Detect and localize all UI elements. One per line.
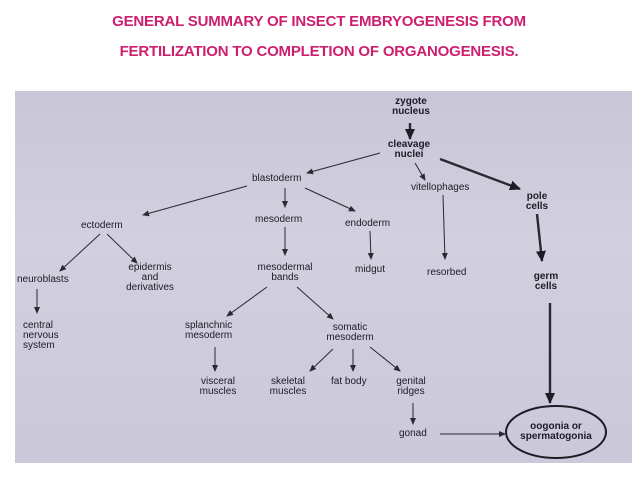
node-ectoderm: ectoderm — [81, 220, 123, 231]
diagram-photo: zygote nucleus cleavage nuclei blastoder… — [15, 91, 632, 463]
arrow-bands-to-splanchnic — [226, 286, 268, 317]
node-midgut: midgut — [355, 264, 386, 275]
node-fat-body: fat body — [331, 376, 367, 387]
arrow-vitellophages-to-resorbed — [441, 194, 448, 260]
arrow-ectoderm-to-epidermis — [106, 233, 138, 264]
node-oogonia-or-spermatogonia: oogonia or spermatogonia — [520, 421, 592, 442]
arrow-pole-cells-to-germ-cells — [535, 213, 546, 262]
node-blastoderm: blastoderm — [252, 173, 302, 184]
arrow-ectoderm-to-neuroblasts — [59, 233, 101, 272]
node-endoderm: endoderm — [345, 218, 391, 229]
arrow-blastoderm-to-endoderm — [304, 187, 356, 212]
node-epidermis: epidermis and derivatives — [126, 262, 174, 293]
oogonia-ellipse — [505, 405, 607, 459]
node-visceral-muscles: visceral muscles — [199, 376, 237, 397]
diagram-arrows — [34, 123, 607, 459]
node-pole-cells: pole cells — [525, 191, 549, 212]
node-resorbed: resorbed — [427, 267, 467, 278]
node-skeletal-muscles: skeletal muscles — [269, 376, 307, 397]
arrow-bands-to-somatic — [296, 286, 334, 320]
node-zygote-nucleus: zygote nucleus — [392, 96, 430, 117]
node-central-nervous-system: central nervous system — [23, 320, 59, 351]
node-cleavage-nuclei: cleavage nuclei — [387, 139, 431, 160]
node-germ-cells: germ cells — [533, 271, 559, 292]
arrow-somatic-to-skeletal — [309, 348, 334, 372]
node-gonad: gonad — [399, 428, 427, 439]
arrow-somatic-to-genital-ridges — [369, 346, 401, 372]
node-somatic-mesoderm: somatic mesoderm — [326, 322, 374, 343]
node-vitellophages: vitellophages — [411, 182, 470, 193]
arrow-cleavage-to-vitellophages — [414, 162, 426, 181]
slide-title-line-2: FERTILIZATION TO COMPLETION OF ORGANOGEN… — [119, 43, 519, 60]
node-splanchnic-mesoderm: splanchnic mesoderm — [185, 320, 233, 341]
arrow-cleavage-to-blastoderm — [306, 152, 381, 175]
node-genital-ridges: genital ridges — [396, 376, 426, 397]
node-neuroblasts: neuroblasts — [17, 274, 69, 285]
arrow-cleavage-to-pole-cells — [439, 157, 521, 191]
arrow-blastoderm-to-ectoderm — [142, 185, 248, 217]
node-mesoderm: mesoderm — [255, 214, 303, 225]
arrow-endoderm-to-midgut — [367, 230, 374, 260]
node-mesodermal-bands: mesodermal bands — [257, 262, 313, 283]
slide-title-line-1: GENERAL SUMMARY OF INSECT EMBRYOGENESIS … — [112, 13, 526, 30]
